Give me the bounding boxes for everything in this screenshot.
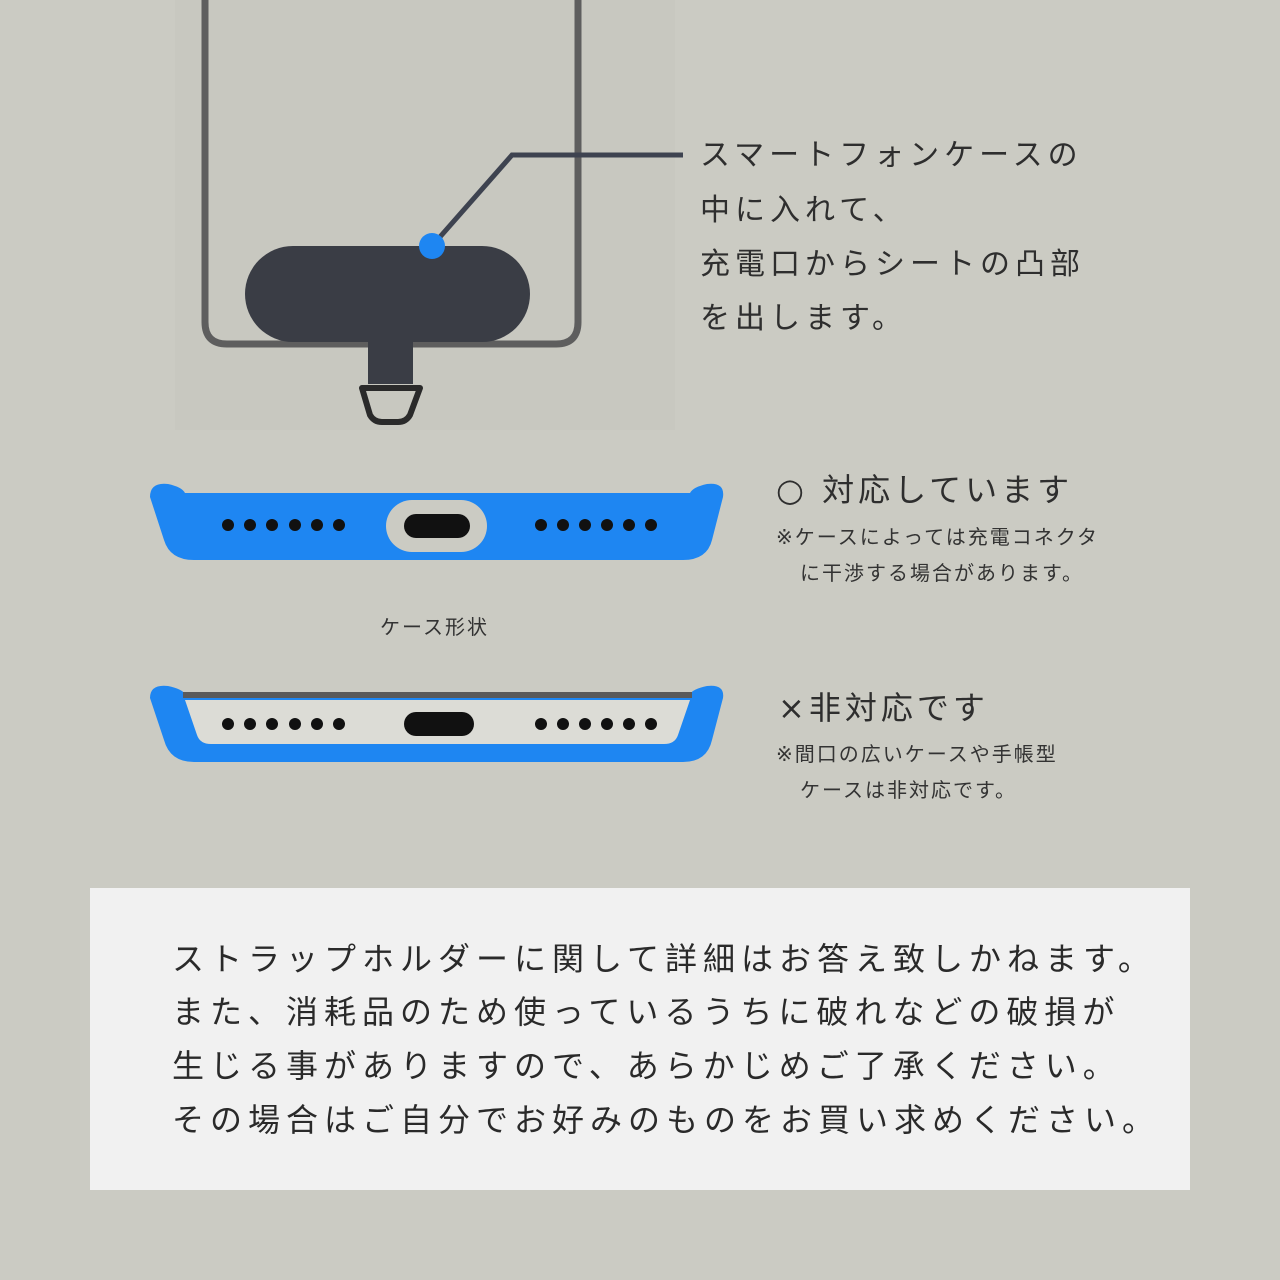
strap-sheet — [245, 246, 530, 342]
notice-line: その場合はご自分でお好みのものをお買い求めください。 — [172, 1101, 1161, 1139]
case-shape-caption: ケース形状 — [380, 615, 489, 639]
compatible-title: ○ 対応しています — [776, 471, 1074, 509]
callout-line: を出します。 — [700, 301, 907, 336]
incompatible-note: ケースは非対応です。 — [800, 778, 1017, 802]
callout-line: 充電口からシートの凸部 — [700, 247, 1085, 282]
callout-line: スマートフォンケースの — [700, 138, 1083, 173]
holder-illustration — [150, 0, 724, 762]
callout-dot — [419, 233, 445, 259]
notice-line: ストラップホルダーに関して詳細はお答え致しかねます。 — [172, 940, 1156, 978]
compatible-note: ※ケースによっては充電コネクタ — [776, 525, 1099, 549]
compatible-case-bottom — [150, 483, 724, 560]
incompatible-title: ×非対応です — [778, 689, 989, 727]
incompatible-case-bottom — [150, 685, 724, 762]
notice-box: ストラップホルダーに関して詳細はお答え致しかねます。 また、消耗品のため使ってい… — [90, 888, 1190, 1190]
incompatible-note: ※間口の広いケースや手帳型 — [776, 742, 1058, 766]
sheet-tab — [368, 336, 413, 384]
metal-ring-icon — [359, 385, 423, 425]
callout-line: 中に入れて、 — [700, 193, 908, 228]
photo-backdrop — [175, 0, 675, 430]
notice-line: 生じる事がありますので、あらかじめご了承ください。 — [172, 1047, 1121, 1085]
notice-line: また、消耗品のため使っているうちに破れなどの破損が — [172, 993, 1121, 1031]
callout-leader-line — [430, 152, 683, 248]
compatible-note: に干渉する場合があります。 — [800, 561, 1084, 585]
